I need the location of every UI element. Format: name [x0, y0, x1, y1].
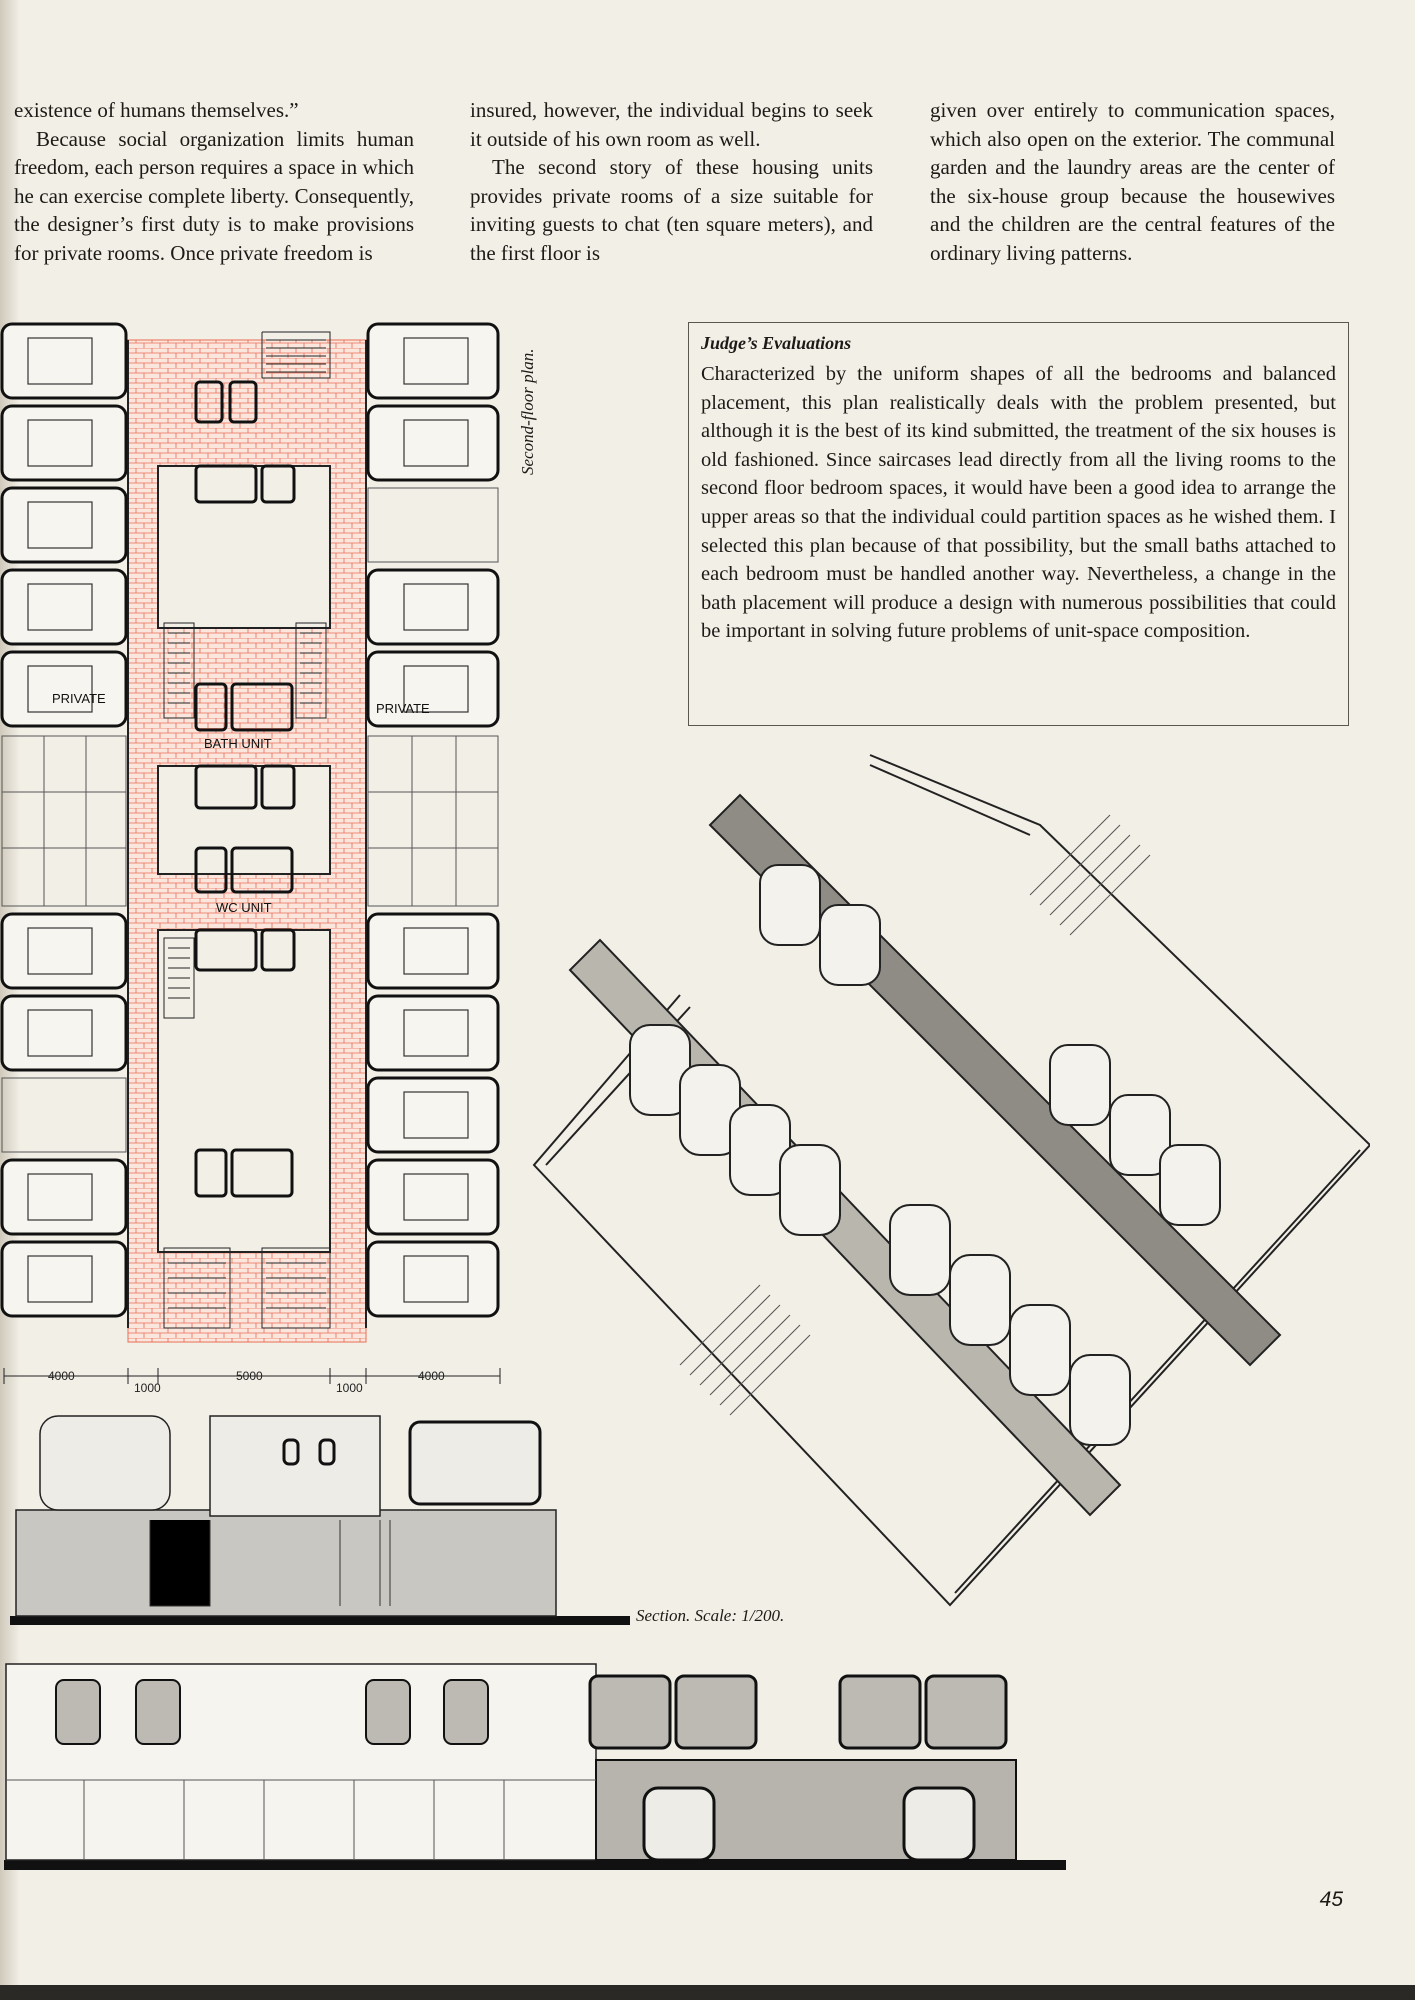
- section-drawing-upper: [10, 1415, 630, 1625]
- section-caption: Section. Scale: 1/200.: [636, 1606, 785, 1625]
- judges-evaluation-box: Judge’s Evaluations Characterized by the…: [688, 322, 1349, 726]
- text-column-2: insured, however, the individual begins …: [470, 96, 873, 267]
- plan-label-bath-unit: BATH UNIT: [204, 736, 272, 751]
- dimension-label: 1000: [336, 1381, 363, 1395]
- paragraph: existence of humans themselves.”: [14, 98, 299, 122]
- judges-evaluation-text: Characterized by the uniform shapes of a…: [701, 363, 1336, 643]
- plan-label-private-left: PRIVATE: [52, 691, 106, 706]
- dimension-label: 4000: [48, 1369, 75, 1383]
- page-bottom-edge: [0, 1985, 1415, 2000]
- plan-label-wc-unit: WC UNIT: [216, 900, 272, 915]
- plan-caption: Second-floor plan.: [518, 348, 537, 475]
- paragraph: Because social organization limits human…: [14, 126, 414, 265]
- dimension-label: 1000: [134, 1381, 161, 1395]
- paragraph: given over entirely to communication spa…: [930, 98, 1335, 265]
- section-drawing-lower: [4, 1663, 1066, 1870]
- page-number: 45: [1319, 1888, 1343, 1911]
- paragraph: The second story of these housing units …: [470, 155, 873, 265]
- text-column-3: given over entirely to communication spa…: [930, 96, 1335, 267]
- dimension-label: 5000: [236, 1369, 263, 1383]
- paragraph: insured, however, the individual begins …: [470, 98, 873, 151]
- judges-evaluation-heading: Judge’s Evaluations: [701, 333, 852, 353]
- text-column-1: existence of humans themselves.” Because…: [14, 96, 414, 267]
- dimension-label: 4000: [418, 1369, 445, 1383]
- plan-label-private-right: PRIVATE: [376, 701, 430, 716]
- axonometric-drawing: [532, 754, 1370, 1607]
- second-floor-plan: PRIVATE PRIVATE BATH UNIT WC UNIT 4000 1…: [0, 322, 501, 1395]
